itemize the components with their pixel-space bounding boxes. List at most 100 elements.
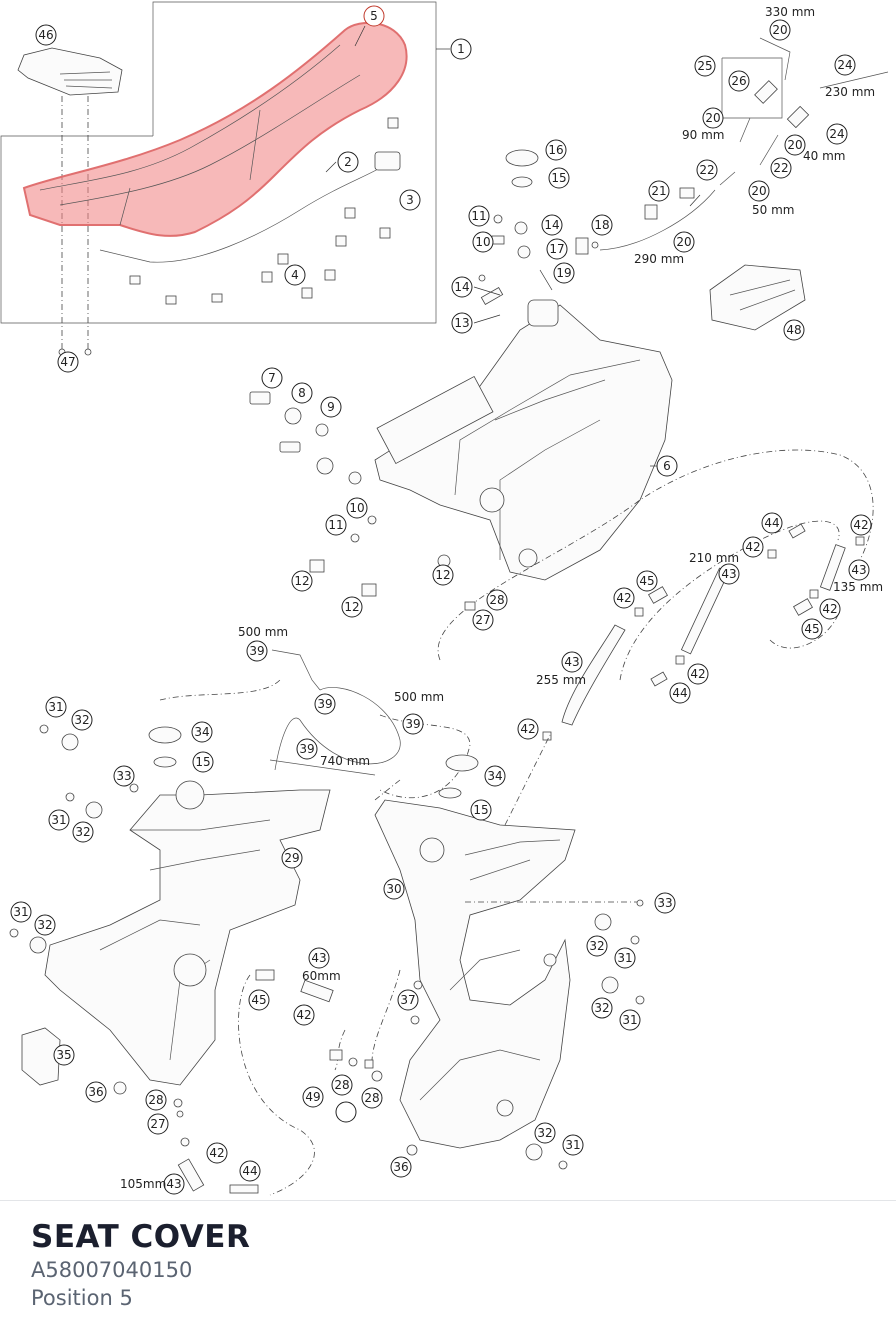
svg-text:3: 3 (406, 193, 414, 207)
part-info-panel: SEAT COVER A58007040150 Position 5 (0, 1200, 896, 1336)
svg-text:8: 8 (298, 386, 306, 400)
callout-44b: 45 (801, 618, 823, 640)
svg-text:28: 28 (364, 1091, 379, 1105)
callout-42e: 43 (163, 1173, 185, 1195)
callout-8: 8 (291, 382, 313, 404)
svg-text:32: 32 (594, 1001, 609, 1015)
callout-39c: 39 (402, 713, 424, 735)
callout-45: 46 (35, 24, 57, 46)
callout-33b: 33 (654, 892, 676, 914)
callout-27b: 27 (147, 1113, 169, 1135)
callout-20a: 20 (769, 19, 791, 41)
svg-text:25: 25 (697, 59, 712, 73)
svg-text:31: 31 (565, 1138, 580, 1152)
dim-135: 135 mm (833, 580, 883, 594)
callout-20c: 20 (784, 134, 806, 156)
callout-4: 4 (284, 264, 306, 286)
callout-30: 30 (383, 878, 405, 900)
seat-cover-highlight[interactable] (22, 21, 408, 237)
svg-text:42: 42 (296, 1008, 311, 1022)
filler-cap-16 (505, 149, 539, 188)
callout-34b: 34 (484, 765, 506, 787)
svg-text:34: 34 (194, 725, 209, 739)
svg-text:37: 37 (400, 993, 415, 1007)
exploded-parts-diagram: 1 2 3 4 5 6 7 8 9 10 10 11 11 12 12 12 1… (0, 1, 889, 1196)
svg-text:32: 32 (75, 825, 90, 839)
svg-text:22: 22 (699, 163, 714, 177)
callout-24b: 24 (826, 123, 848, 145)
svg-text:42: 42 (822, 602, 837, 616)
callout-28c: 28 (331, 1074, 353, 1096)
svg-text:19: 19 (556, 266, 571, 280)
svg-text:32: 32 (537, 1126, 552, 1140)
dim-740: 740 mm (320, 754, 370, 768)
svg-text:6: 6 (663, 459, 671, 473)
callout-22b: 22 (770, 157, 792, 179)
svg-text:44: 44 (764, 516, 779, 530)
svg-text:39: 39 (249, 644, 264, 658)
svg-text:45: 45 (804, 622, 819, 636)
callout-41c: 42 (613, 587, 635, 609)
callout-41h: 42 (206, 1142, 228, 1164)
svg-text:10: 10 (475, 235, 490, 249)
callout-14a: 14 (451, 276, 473, 298)
callout-28b: 28 (145, 1089, 167, 1111)
callout-31d: 31 (614, 947, 636, 969)
svg-text:32: 32 (74, 713, 89, 727)
dim-230: 230 mm (825, 85, 875, 99)
callout-20e: 20 (673, 231, 695, 253)
dim-255: 255 mm (536, 673, 586, 687)
svg-text:31: 31 (48, 700, 63, 714)
svg-text:16: 16 (548, 143, 563, 157)
fuel-tank-lower-right-30 (374, 799, 576, 1149)
callout-26: 26 (728, 70, 750, 92)
callout-39b: 39 (314, 693, 336, 715)
svg-text:36: 36 (88, 1085, 103, 1099)
svg-text:15: 15 (551, 171, 566, 185)
callout-41a: 42 (742, 536, 764, 558)
tank-mounting-hardware (249, 214, 531, 597)
svg-text:28: 28 (489, 593, 504, 607)
callout-46: 47 (57, 351, 79, 373)
callout-bubbles: 1 2 3 4 5 6 7 8 9 10 10 11 11 12 12 12 1… (10, 5, 872, 1195)
svg-text:42: 42 (745, 540, 760, 554)
callout-12b: 12 (432, 564, 454, 586)
svg-text:27: 27 (150, 1117, 165, 1131)
callout-22a: 22 (696, 159, 718, 181)
svg-text:20: 20 (751, 184, 766, 198)
callout-10a: 10 (346, 497, 368, 519)
callout-16: 16 (545, 139, 567, 161)
callout-32a: 32 (71, 709, 93, 731)
callout-36b: 36 (390, 1156, 412, 1178)
svg-text:21: 21 (651, 184, 666, 198)
svg-text:11: 11 (328, 518, 343, 532)
callout-41b: 42 (850, 514, 872, 536)
callout-31f: 31 (562, 1134, 584, 1156)
callout-1: 1 (450, 38, 472, 60)
upper-hose-set (575, 37, 889, 255)
callout-18: 18 (591, 214, 613, 236)
callout-41f: 42 (517, 718, 539, 740)
callout-10b: 10 (472, 231, 494, 253)
svg-text:20: 20 (772, 23, 787, 37)
dim-105: 105mm (120, 1177, 166, 1191)
svg-text:43: 43 (166, 1177, 181, 1191)
callout-36a: 36 (85, 1081, 107, 1103)
svg-text:44: 44 (672, 686, 687, 700)
dim-210: 210 mm (689, 551, 739, 565)
callout-35: 35 (53, 1044, 75, 1066)
svg-text:14: 14 (544, 218, 559, 232)
part-number: A58007040150 (31, 1258, 193, 1282)
callout-5-selected[interactable]: 5 (363, 5, 385, 27)
svg-text:28: 28 (148, 1093, 163, 1107)
callout-42c: 43 (561, 651, 583, 673)
fuel-tank-upper-6 (374, 299, 673, 581)
lower-small-hardware (9, 724, 645, 1194)
callout-48: 49 (302, 1086, 324, 1108)
svg-text:4: 4 (291, 268, 299, 282)
callout-21: 21 (648, 180, 670, 202)
callout-32e: 32 (591, 997, 613, 1019)
svg-text:33: 33 (116, 769, 131, 783)
callout-3: 3 (399, 189, 421, 211)
bracket-47 (709, 264, 806, 331)
